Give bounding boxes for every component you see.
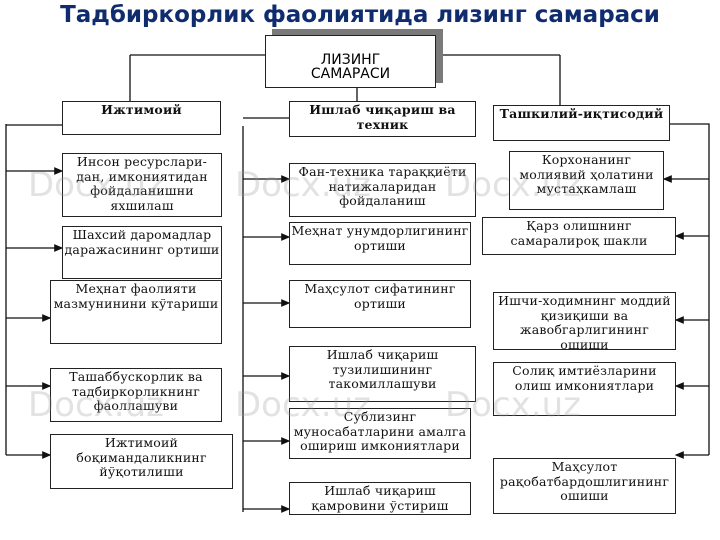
org-item-3: Ишчи-ходимнинг моддий қизиқиши ва жавобг…: [493, 292, 676, 351]
header-organizational: Ташкилий-иқтисодий: [493, 105, 670, 141]
social-item-2: Шахсий даромадлар даражасининг ортиши: [62, 226, 222, 279]
org-item-4: Солиқ имтиёзларини олиш имкониятлари: [493, 362, 676, 416]
production-item-4: Ишлаб чиқариш тузилишининг такомиллашуви: [289, 346, 476, 402]
production-item-6: Ишлаб чиқариш қамровини ўстириш: [289, 482, 471, 515]
org-item-1: Корхонанинг молиявий ҳолатини мустаҳкамл…: [509, 151, 664, 210]
org-item-5: Маҳсулот рақобатбардошлигининг ошиши: [493, 458, 676, 514]
production-item-1: Фан-техника тараққиёти натижаларидан фой…: [289, 163, 476, 217]
social-item-5: Ижтимоий боқимандаликнинг йўқотилиши: [50, 434, 233, 489]
production-item-3: Маҳсулот сифатининг ортиши: [289, 280, 471, 328]
social-item-3: Меҳнат фаолияти мазмунинини кўтариши: [50, 280, 222, 344]
center-line2: САМАРАСИ: [310, 66, 391, 82]
header-production: Ишлаб чиқариш ва техник: [289, 101, 476, 137]
header-social: Ижтимоий: [62, 101, 221, 135]
org-item-2: Қарз олишнинг самаралироқ шакли: [482, 217, 676, 255]
social-item-1: Инсон ресурслари-дан, имкониятидан фойда…: [62, 153, 222, 217]
social-item-4: Ташаббускорлик ва тадбиркорликнинг фаолл…: [50, 368, 222, 422]
production-item-2: Меҳнат унумдорлигининг ортиши: [289, 222, 471, 265]
page-title: Тадбиркорлик фаолиятида лизинг самараси: [60, 2, 660, 28]
center-line1: ЛИЗИНГ: [320, 52, 381, 68]
production-item-5: Сублизинг муносабатларини амалга ошириш …: [289, 408, 471, 459]
